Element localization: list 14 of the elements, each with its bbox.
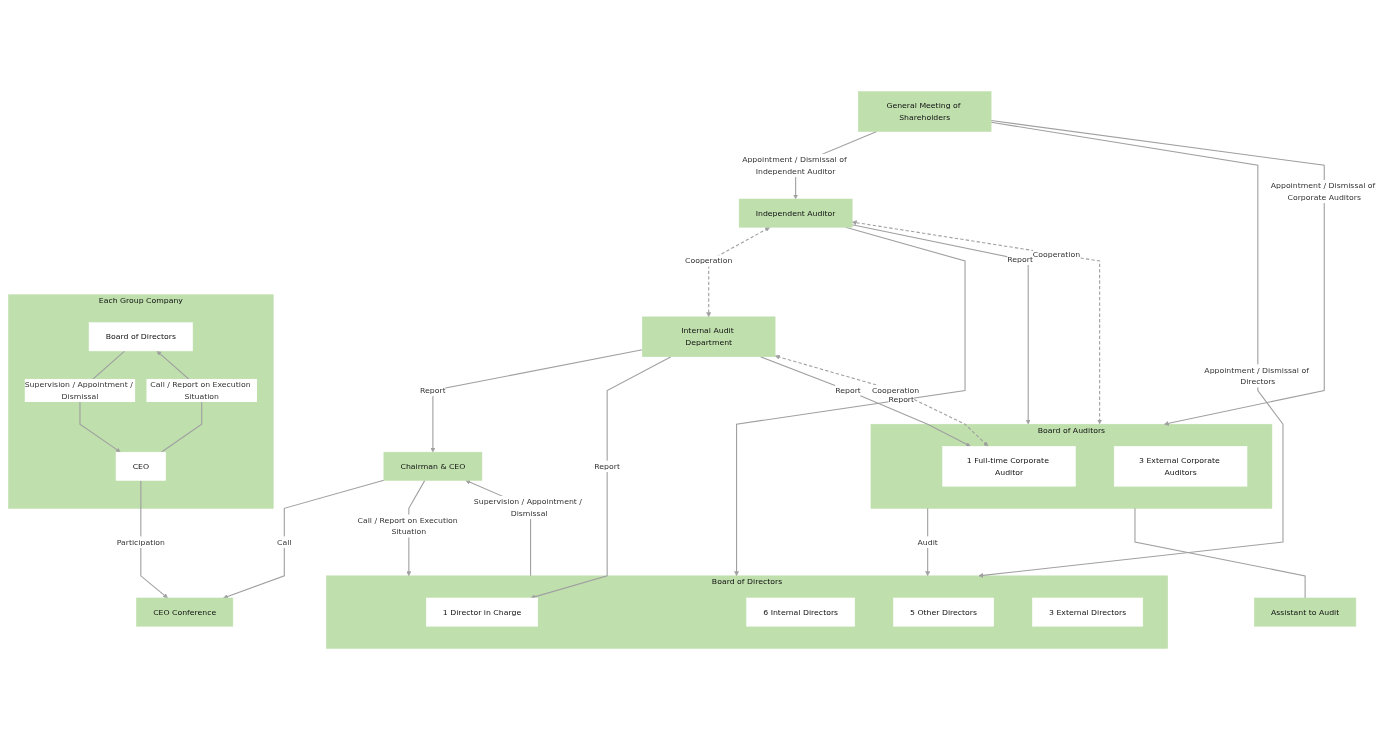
arrow	[705, 226, 770, 317]
arrow	[924, 507, 930, 576]
arrow	[429, 348, 643, 452]
arrow	[759, 355, 971, 447]
arrow	[774, 354, 988, 446]
arrow	[733, 226, 966, 576]
arrow	[977, 121, 1284, 578]
arrow	[851, 219, 1102, 424]
arrow	[139, 479, 168, 598]
arrow	[990, 119, 1325, 426]
arrow	[530, 355, 672, 599]
arrow	[222, 479, 384, 599]
connector	[1133, 507, 1306, 599]
arrow	[851, 223, 1031, 424]
